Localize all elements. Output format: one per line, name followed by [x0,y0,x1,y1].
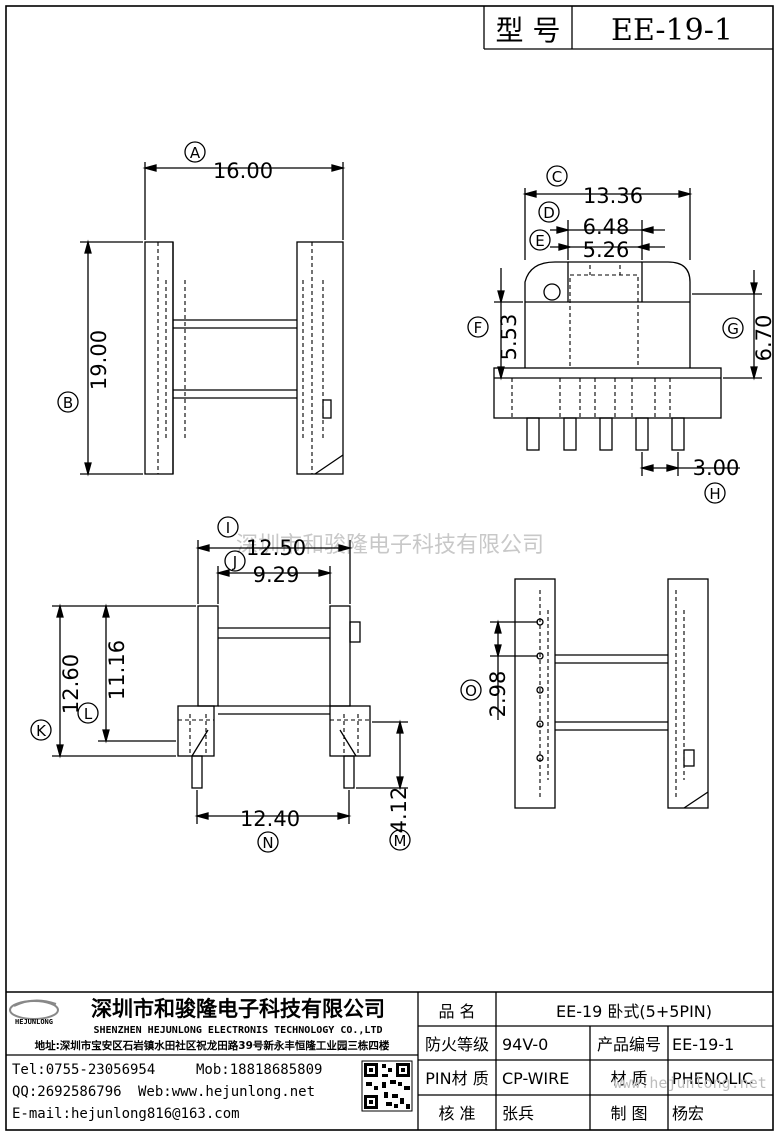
side-view [493,261,722,451]
dim-G-mark: G [727,320,739,338]
dim-I-mark: I [226,519,230,537]
dim-A-mark: A [190,144,201,162]
dim-G [692,270,762,381]
dim-B [57,239,143,477]
dim-K [30,603,196,759]
logo-text: HEJUNLONG [15,1018,53,1026]
dim-E-value: 5.26 [583,238,630,262]
contact-qq: QQ:2692586796 [12,1084,122,1100]
spec-fire-value: 94V-0 [502,1035,548,1054]
dim-M [356,719,411,851]
dim-J-value: 9.29 [253,563,300,587]
dim-C-mark: C [552,168,562,186]
contact-email: E-mail:hejunlong816@163.com [12,1106,240,1122]
spec-check-label: 核 准 [438,1104,475,1123]
contact-tel: Tel:0755-23056954 [12,1062,155,1078]
spec-material-value: PHENOLIC [672,1069,753,1088]
dim-L-value: 11.16 [105,640,129,700]
dim-B-value: 19.00 [87,330,111,390]
dim-F [467,268,523,381]
company-address: 地址:深圳市宝安区石岩镇水田社区祝龙田路39号新永丰恒隆工业园三栋四楼 [35,1039,390,1052]
dim-D-value: 6.48 [583,215,630,239]
model-value: EE-19-1 [611,13,733,48]
dim-C-value: 13.36 [583,184,643,208]
dim-K-value: 12.60 [59,654,83,714]
dim-I-value: 12.50 [246,536,306,560]
spec-name-label: 品 名 [438,1002,475,1021]
dim-A-value: 16.00 [213,159,273,183]
front-view [144,241,344,475]
dim-J-mark: J [232,553,237,571]
dim-F-value: 5.53 [497,314,521,361]
dim-L-mark: L [84,705,93,723]
dim-M-mark: M [394,832,407,850]
contact-mob: Mob:18818685809 [196,1062,322,1078]
spec-pin-value: CP-WIRE [502,1069,569,1088]
spec-pin-label: PIN材 质 [425,1069,488,1088]
dim-K-mark: K [36,722,47,740]
dim-C [522,165,693,260]
dim-H-value: 3.00 [693,456,740,480]
dim-D-mark: D [543,204,555,222]
dim-G-value: 6.70 [752,315,776,362]
dim-N-mark: N [262,834,273,852]
dim-I [195,516,353,604]
bottom-view [514,578,709,809]
dim-N [194,790,352,853]
spec-name-value: EE-19 卧式(5+5PIN) [556,1002,712,1021]
dim-D [538,201,665,260]
spec-check-value: 张兵 [502,1104,534,1123]
dim-A [142,141,346,240]
outer-frame [5,5,774,1131]
dim-O [460,619,538,720]
dim-O-mark: O [465,682,477,700]
dim-H [639,452,740,504]
dim-E [529,229,665,251]
spec-fire-label: 防火等级 [425,1035,489,1054]
logo-icon [9,999,59,1020]
spec-draw-label: 制 图 [610,1104,647,1123]
dim-M-value: 4.12 [387,787,411,834]
dim-N-value: 12.40 [240,807,300,831]
model-label: 型 号 [496,14,561,47]
dim-O-value: 2.98 [486,671,510,718]
spec-draw-value: 杨宏 [672,1104,704,1123]
dim-B-mark: B [63,394,73,412]
contact-web: Web:www.hejunlong.net [138,1084,315,1100]
title-block [6,991,773,1130]
dim-J [215,550,333,604]
dim-L [77,603,176,744]
spec-material-label: 材 质 [610,1069,647,1088]
dim-E-mark: E [535,232,544,250]
lower-view [177,605,371,789]
company-name-cn: 深圳市和骏隆电子科技有限公司 [91,997,385,1021]
spec-code-value: EE-19-1 [672,1035,734,1054]
watermark-bottom: www.hejunlong.net [613,1074,767,1092]
watermark-center: 深圳市和骏隆电子科技有限公司 [236,533,544,558]
dim-F-mark: F [474,319,483,337]
spec-code-label: 产品编号 [597,1035,661,1054]
company-name-en: SHENZHEN HEJUNLONG ELECTRONIS TECHNOLOGY… [94,1025,383,1036]
dim-H-mark: H [709,485,720,503]
qr-code-icon [361,1060,413,1112]
